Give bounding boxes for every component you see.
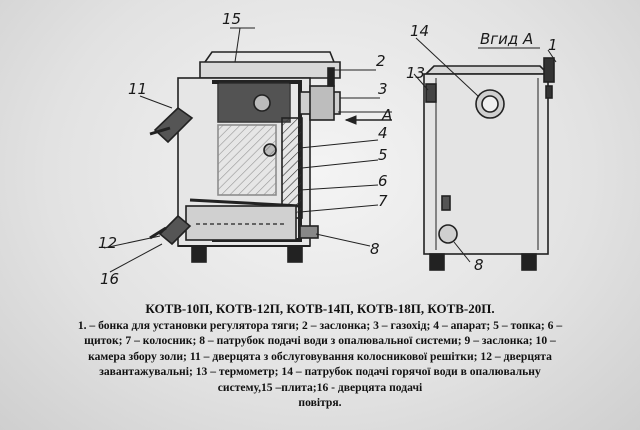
label-14: 14	[410, 22, 429, 40]
label-arrow-a: A	[381, 106, 392, 124]
leg-right-1	[429, 253, 445, 271]
regulator-boss	[327, 67, 335, 87]
firebox	[217, 124, 277, 196]
grate	[189, 198, 301, 208]
ash-chamber	[185, 205, 297, 241]
label-3: 3	[378, 80, 388, 98]
label-5: 5	[378, 146, 388, 164]
section-view	[149, 51, 341, 263]
legend-line: систему,15 –плита;16 - дверцята подачі	[217, 380, 423, 394]
label-8-left: 8	[370, 240, 380, 258]
side-regulator-boss	[543, 57, 555, 83]
label-13: 13	[406, 64, 425, 82]
label-11: 11	[128, 80, 147, 98]
caption: КОТВ-10П, КОТВ-12П, КОТВ-14П, КОТВ-18П, …	[0, 300, 640, 410]
legend-line: завантажувальні; 13 – термометр; 14 – па…	[99, 365, 541, 379]
side-view-a	[423, 57, 555, 271]
leg-right-2	[521, 253, 537, 271]
thermometer	[425, 83, 437, 103]
label-8-right: 8	[474, 256, 484, 274]
label-16: 16	[100, 270, 119, 288]
label-view-a: Вгид А	[480, 30, 533, 48]
caption-title: КОТВ-10П, КОТВ-12П, КОТВ-14П, КОТВ-18П, …	[145, 301, 495, 316]
label-12: 12	[98, 234, 117, 252]
heat-exchanger	[281, 117, 303, 219]
water-inlet-right	[438, 224, 458, 244]
legend-line: щиток; 7 – колосник; 8 – патрубок подачі…	[84, 334, 556, 348]
leader-lines-right	[413, 37, 557, 263]
legend-line: повітря.	[298, 396, 342, 410]
leg-left-2	[287, 245, 303, 263]
label-4: 4	[378, 124, 388, 142]
legend-line: 1. – бонка для установки регулятора тяги…	[77, 319, 563, 332]
damper-box	[309, 85, 335, 121]
legend-line: камера збору золи; 11 – дверцята з обслу…	[88, 349, 552, 363]
boiler-top-plate	[204, 51, 335, 63]
label-6: 6	[378, 172, 388, 190]
view-arrow-a	[344, 115, 392, 125]
label-15: 15	[222, 10, 241, 28]
label-2: 2	[376, 52, 386, 70]
leader-lines-left	[103, 27, 392, 273]
water-inlet-left	[299, 225, 319, 239]
label-1: 1	[548, 36, 558, 54]
hot-water-outlet-inner	[481, 95, 499, 113]
label-7: 7	[378, 192, 388, 210]
flue-hole-1	[253, 94, 271, 112]
caption-legend: 1. – бонка для установки регулятора тяги…	[2, 318, 638, 410]
side-top-lid	[424, 65, 550, 75]
cooking-plate	[199, 61, 341, 79]
loading-door	[153, 106, 194, 144]
boiler-drawing: 15 11 2 3 A 4 5 6 7 8 12 16	[98, 10, 558, 288]
leg-left-1	[191, 245, 207, 263]
